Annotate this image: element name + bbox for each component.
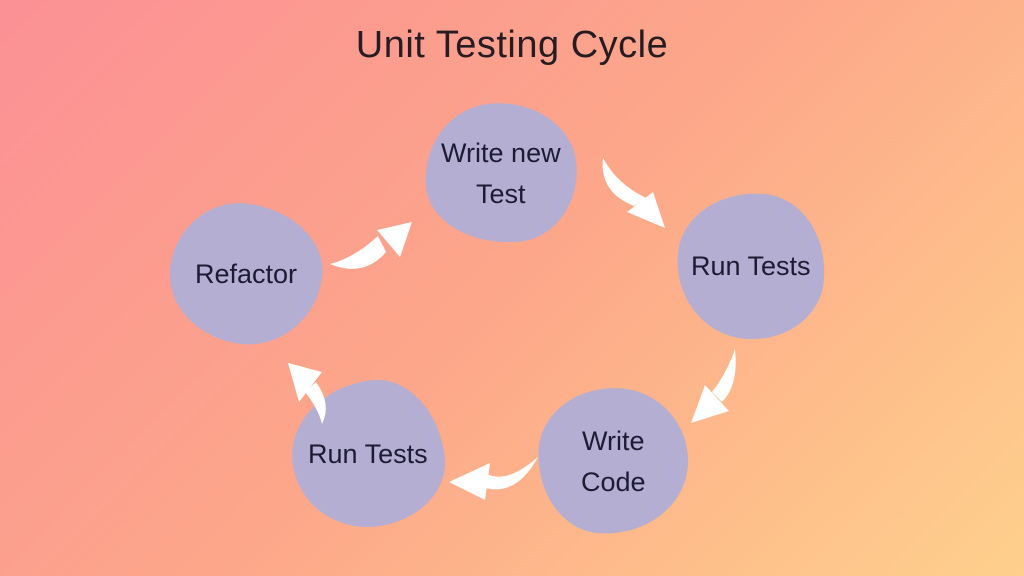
arrow-write-new-test-to-run-tests-icon — [602, 158, 665, 228]
arrow-write-code-to-run-tests-icon — [449, 457, 538, 500]
node-write-code: Write Code — [533, 382, 693, 540]
diagram-title: Unit Testing Cycle — [355, 24, 669, 66]
node-label: Run Tests — [691, 250, 811, 281]
node-label: Write Code — [580, 425, 646, 496]
arrow-head — [691, 385, 729, 423]
node-label: Write new Test — [441, 137, 561, 209]
arrow-tail — [305, 382, 326, 424]
arrow-refactor-to-write-new-test-icon — [330, 222, 412, 269]
node-run-tests-right: Run Tests — [669, 185, 833, 347]
node-write-new-test: Write new Test — [419, 96, 583, 250]
arrow-run-tests-to-refactor-icon — [288, 363, 326, 424]
arrow-tail — [602, 158, 646, 206]
node-label: Run Tests — [308, 438, 428, 469]
node-refactor: Refactor — [162, 195, 330, 353]
arrow-head — [449, 463, 490, 500]
arrow-head — [288, 363, 322, 402]
node-label: Refactor — [194, 258, 298, 289]
arrow-tail — [330, 236, 386, 269]
arrow-tail — [712, 349, 736, 402]
arrow-head — [377, 222, 412, 257]
arrow-run-tests-to-write-code-icon — [691, 349, 736, 423]
arrow-tail — [485, 457, 538, 490]
arrow-head — [627, 192, 665, 228]
